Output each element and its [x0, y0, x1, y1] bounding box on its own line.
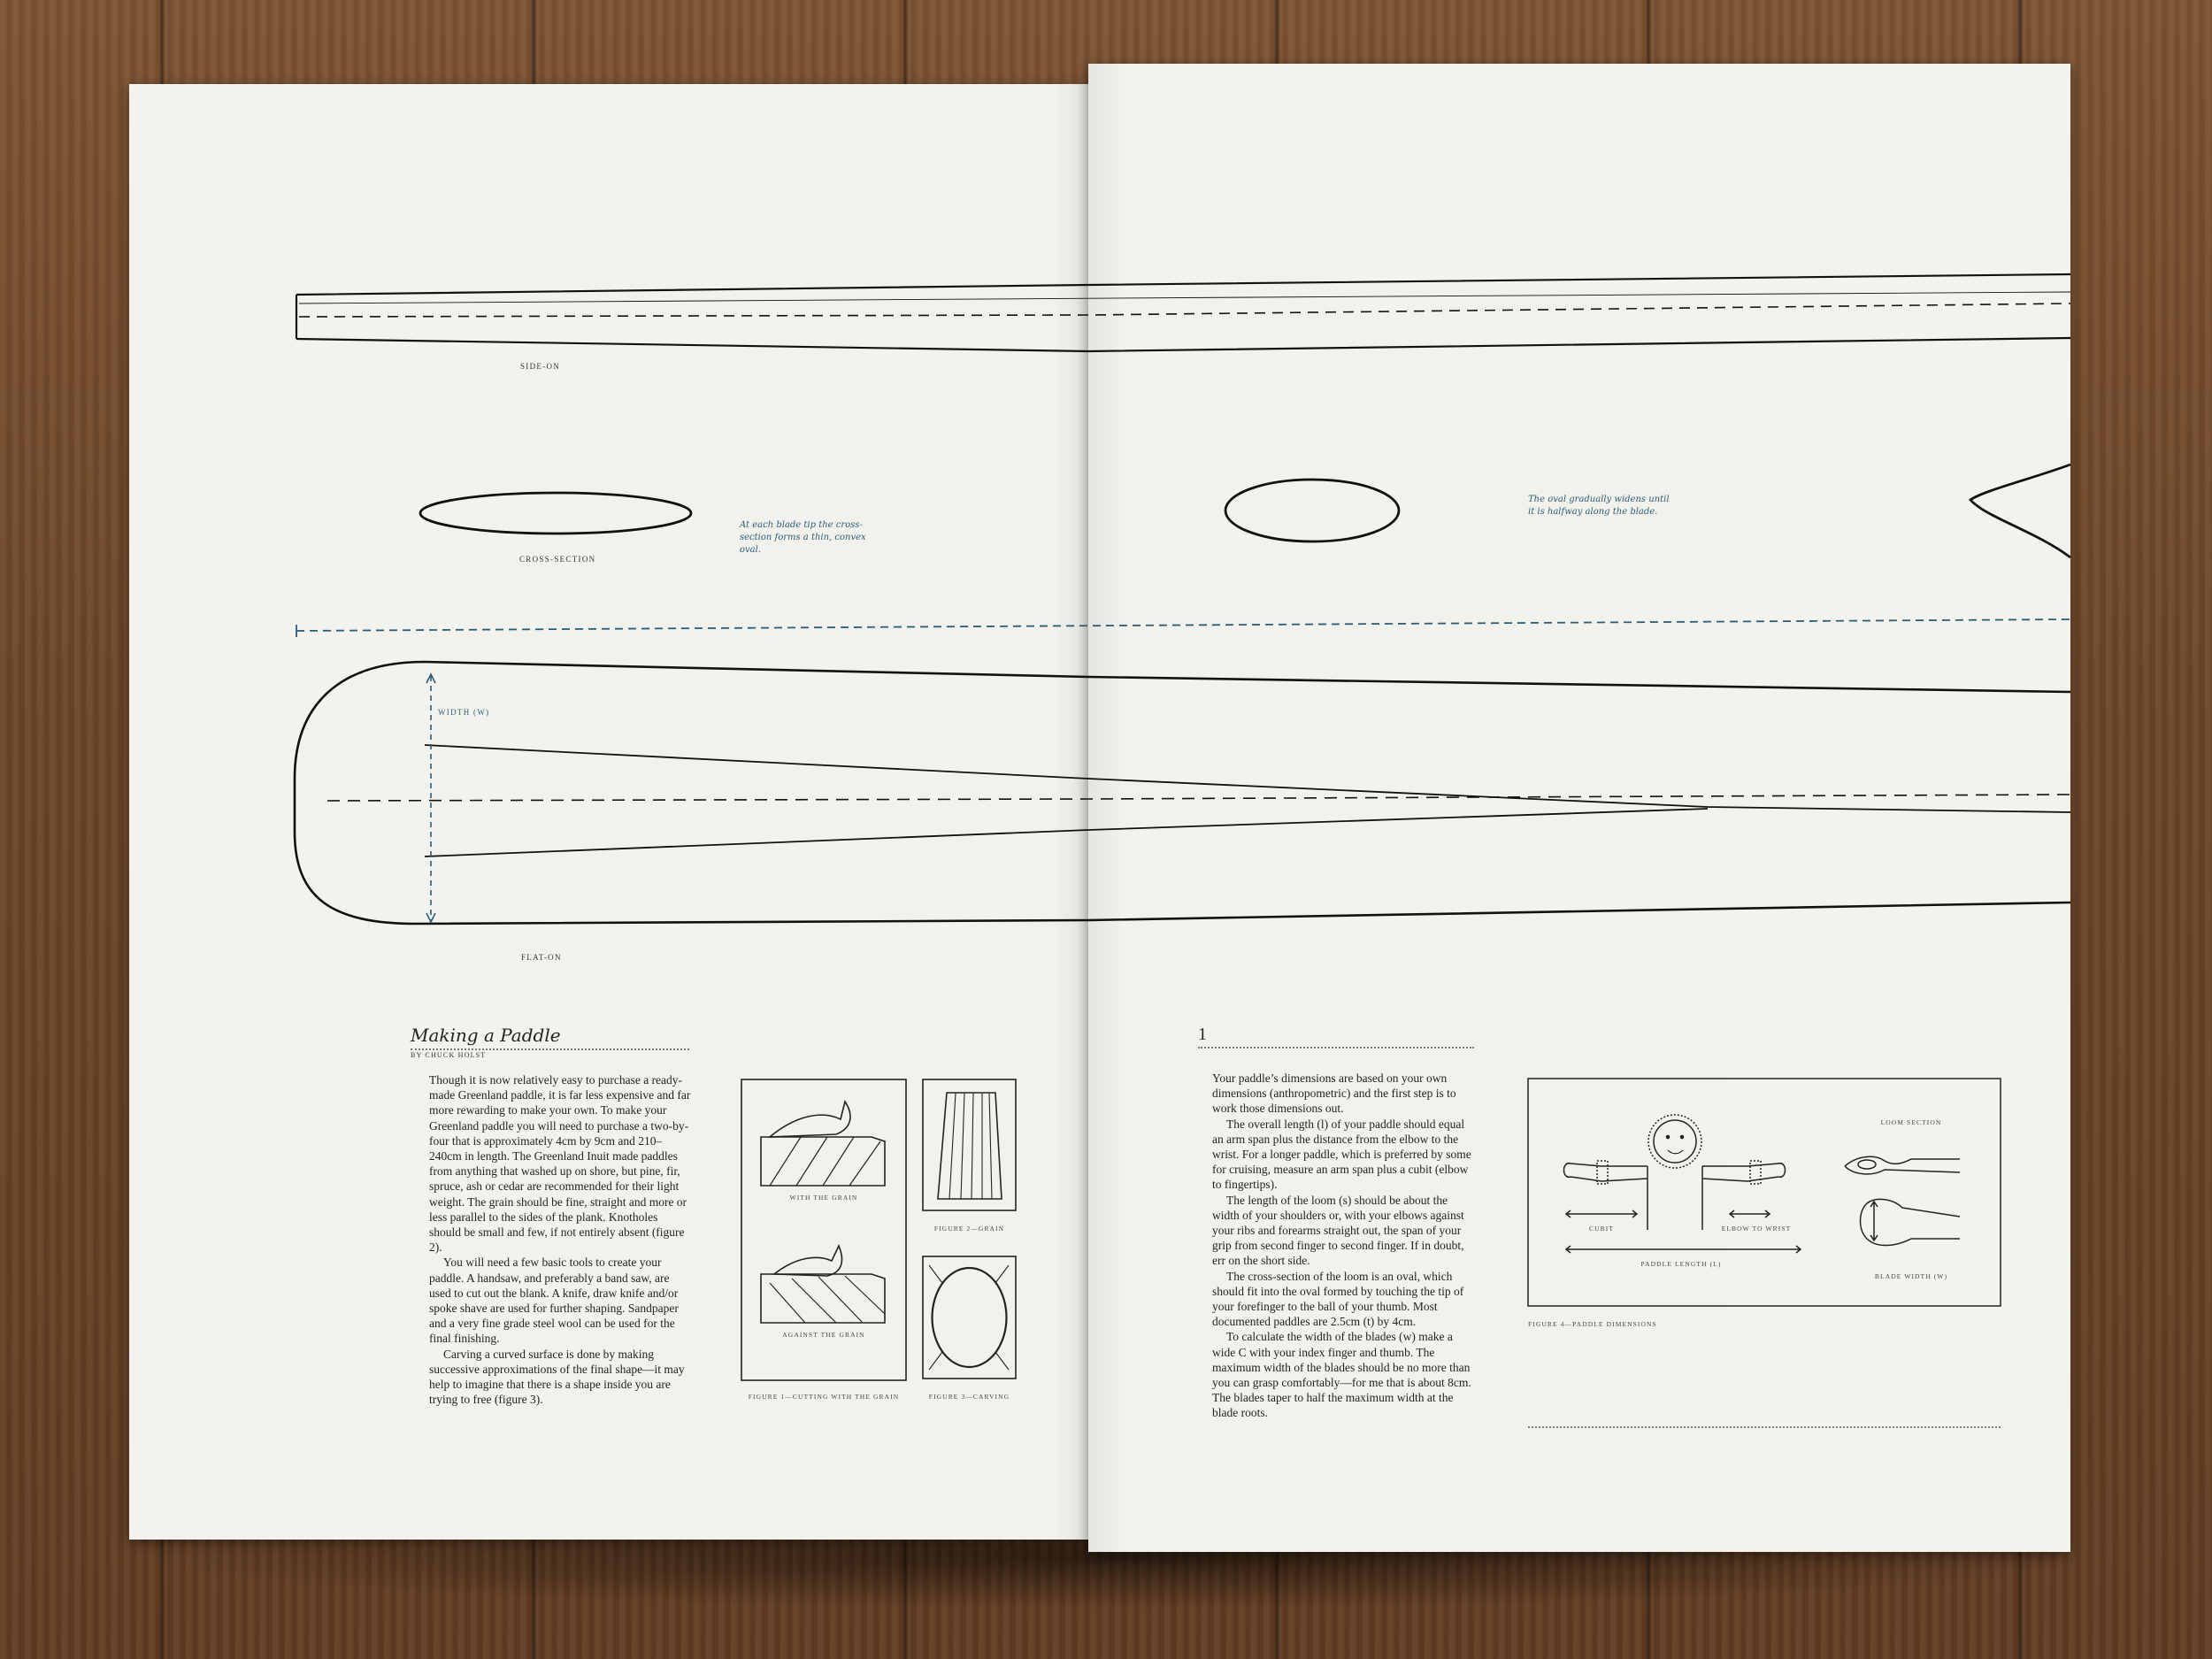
side-on-view — [295, 273, 2071, 353]
right-bottom-rule — [1528, 1426, 2001, 1428]
page-number-rule — [1198, 1047, 1474, 1048]
paragraph: To calculate the width of the blades (w)… — [1212, 1330, 1471, 1420]
flat-on-view — [293, 660, 2071, 926]
left-body-text: Though it is now relatively easy to purc… — [429, 1072, 691, 1407]
figure-2-illustration — [922, 1079, 1017, 1211]
note-blade-tip: At each blade tip the cross-section form… — [740, 520, 866, 555]
right-page — [1088, 64, 2070, 1552]
label-paddle-length: Paddle length (l) — [1640, 1260, 1722, 1268]
width-marker — [426, 672, 436, 924]
caption-figure-2: Figure 2—Grain — [933, 1225, 1005, 1233]
article-title: Making a Paddle — [411, 1025, 561, 1046]
paragraph: The length of the loom (s) should be abo… — [1212, 1193, 1464, 1268]
label-side-on: Side-on — [520, 362, 561, 371]
label-width: width (w) — [438, 708, 490, 717]
label-blade-width: Blade width (w) — [1874, 1272, 1948, 1280]
caption-figure-3: Figure 3—Carving — [928, 1393, 1010, 1401]
paragraph: Your paddle’s dimensions are based on yo… — [1212, 1071, 1456, 1116]
label-cross-section: Cross-section — [519, 555, 596, 564]
label-cubit: Cubit — [1589, 1225, 1614, 1233]
label-flat-on: Flat-on — [521, 953, 562, 962]
figure-1-illustration — [741, 1079, 907, 1381]
cross-section-tip — [419, 491, 693, 535]
title-rule — [411, 1048, 689, 1050]
paragraph: Though it is now relatively easy to purc… — [429, 1073, 691, 1255]
left-page — [129, 84, 1088, 1540]
label-loom-section: Loom section — [1880, 1118, 1942, 1126]
label-elbow-to-wrist: Elbow to wrist — [1721, 1225, 1792, 1233]
right-body-text: Your paddle’s dimensions are based on yo… — [1212, 1071, 1478, 1421]
caption-with-grain: With the grain — [789, 1194, 858, 1202]
paragraph: The overall length (l) of your paddle sh… — [1212, 1117, 1471, 1192]
paragraph: Carving a curved surface is done by maki… — [429, 1347, 685, 1407]
figure-4-illustration — [1527, 1078, 2001, 1307]
center-line — [296, 618, 2071, 632]
figure-3-illustration — [922, 1256, 1017, 1379]
caption-figure-4: Figure 4—Paddle dimensions — [1528, 1320, 1657, 1328]
paragraph: You will need a few basic tools to creat… — [429, 1256, 679, 1346]
paragraph: The cross-section of the loom is an oval… — [1212, 1269, 1464, 1329]
note-oval: The oval gradually widens until it is ha… — [1528, 495, 1670, 517]
caption-figure-1: Figure 1—Cutting with the grain — [748, 1393, 900, 1401]
page-number: 1 — [1198, 1025, 1207, 1044]
cross-section-loom — [1968, 463, 2071, 559]
article-byline: by Chuck Holst — [411, 1051, 487, 1059]
caption-against-grain: Against the grain — [782, 1331, 865, 1339]
cross-section-mid — [1224, 478, 1401, 543]
